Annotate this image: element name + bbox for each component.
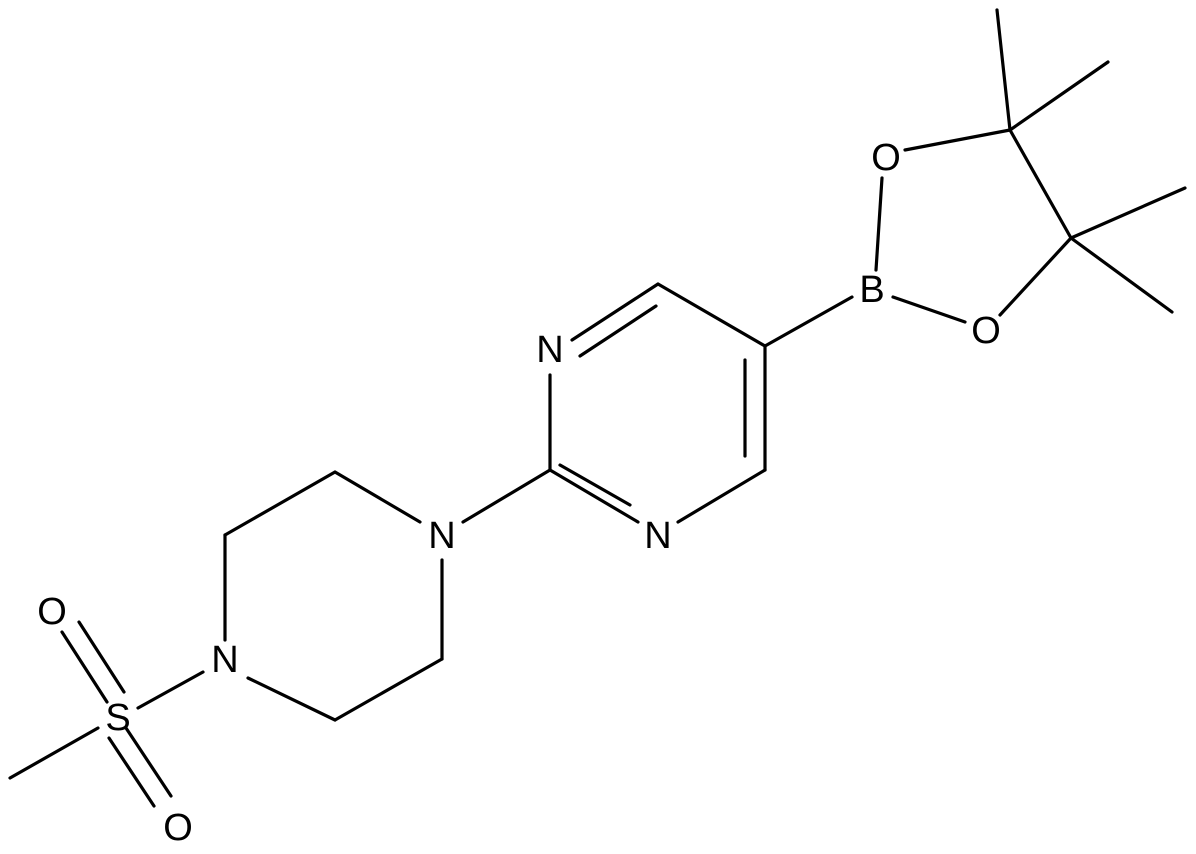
bond-c2-n-piperazine (461, 468, 552, 524)
bond-b-o-lower (891, 295, 967, 324)
bond-n-top-c-double (578, 304, 658, 358)
bond-pip-n-left-c (246, 676, 337, 722)
bond-c-o-lower (998, 236, 1073, 317)
bond-n-bottom-c2-double (558, 463, 632, 507)
bond-c4-n-bottom (676, 468, 767, 524)
atom-o-sulfonyl-lower: O (163, 807, 193, 849)
atom-o-sulfonyl-upper: O (37, 591, 67, 633)
bond-s-methyl (8, 726, 100, 780)
atom-o-lower: O (971, 310, 1001, 352)
bond-pip-c-c-upper (223, 470, 337, 537)
atom-b: B (859, 269, 884, 311)
bond-s-o-lower-a (107, 736, 156, 808)
atom-n-pyrimidine-top: N (536, 329, 563, 371)
bond-n-left-s (136, 670, 205, 710)
atom-s: S (105, 697, 130, 739)
bonds (8, 8, 1187, 808)
bond-s-o-upper-b (77, 620, 126, 694)
bond-s-o-lower-b (124, 726, 173, 798)
bond-methyl-3 (1069, 186, 1187, 240)
bond-s-o-upper-a (60, 630, 109, 704)
bond-n-bottom-c2 (548, 468, 640, 524)
bond-pip-c-c-lower (333, 657, 444, 722)
bond-b-o-upper (874, 176, 884, 272)
bond-o-upper-c (903, 128, 1012, 152)
atom-o-upper: O (871, 137, 901, 179)
bond-methyl-4 (1069, 236, 1174, 314)
atom-n-pyrimidine-bottom: N (644, 515, 671, 557)
bond-n-top-c (570, 282, 660, 342)
atom-n-piperazine-right: N (428, 515, 455, 557)
atom-n-piperazine-left: N (211, 639, 238, 681)
atom-labels: N N N N B O O S O O (37, 137, 1001, 849)
bond-c5-b (763, 295, 854, 348)
bond-c6-c5 (656, 282, 767, 348)
bond-methyl-2 (1008, 60, 1110, 132)
bond-pip-n-c-upper (333, 470, 422, 524)
bond-methyl-1 (995, 8, 1012, 132)
bond-c-c-ring (1008, 128, 1073, 240)
